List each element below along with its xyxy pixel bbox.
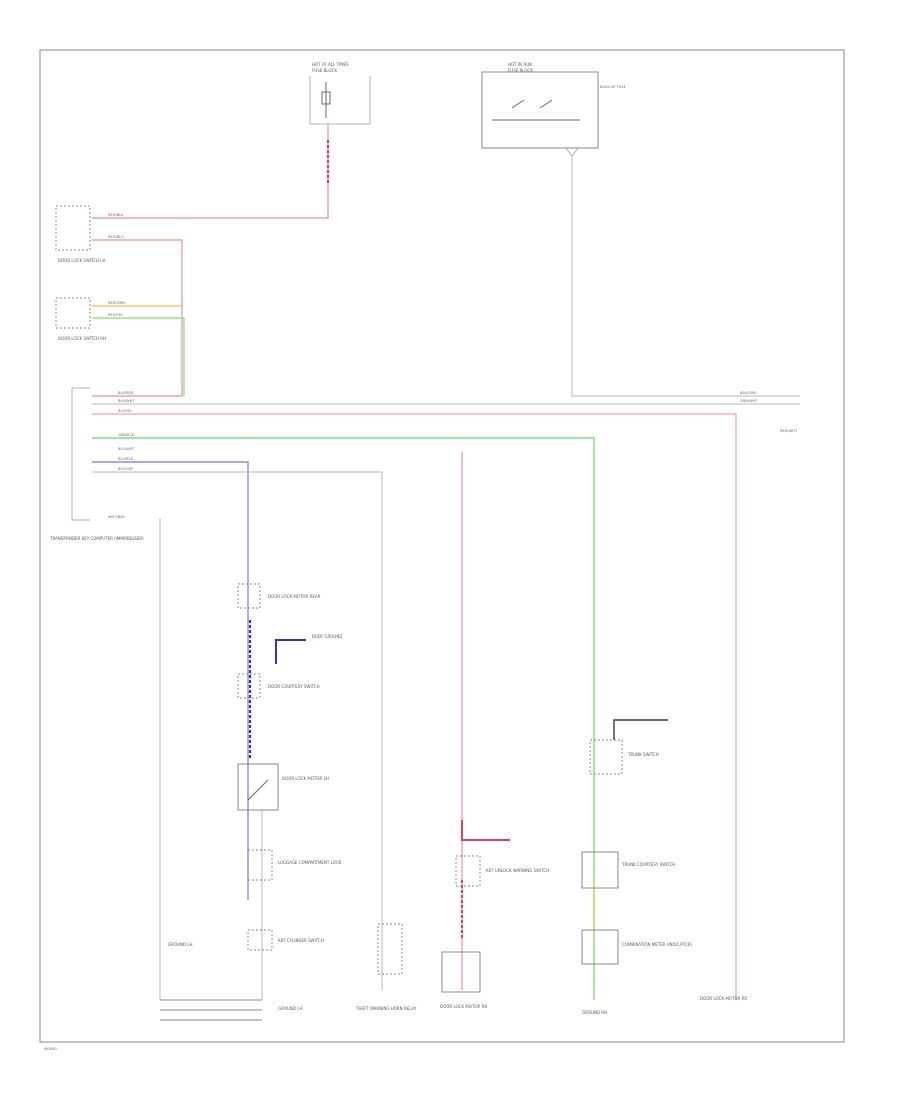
svg-text:DOOR LOCK SWITCH LH: DOOR LOCK SWITCH LH — [58, 258, 106, 263]
hot-at-all-times-label: HOT AT ALL TIMES — [312, 62, 349, 67]
ground-lh: GROUND LH GROUND LH — [168, 942, 303, 1011]
fuse-block-label-center: FUSE BLOCK — [312, 68, 337, 73]
fuse-block-right: HOT IN RUN FUSE BLOCK BACK-UP FUSE — [481, 62, 627, 157]
fuse-detail-label: BACK-UP FUSE — [600, 85, 627, 89]
door-lock-motor-rh: DOOR LOCK MOTOR RH — [440, 951, 487, 1009]
svg-text:TRUNK SWITCH: TRUNK SWITCH — [627, 752, 659, 757]
svg-text:LUGGAGE COMPARTMENT LOCK: LUGGAGE COMPARTMENT LOCK — [278, 860, 342, 865]
luggage-lock: LUGGAGE COMPARTMENT LOCK — [247, 849, 342, 881]
wire-blue-stub — [275, 639, 306, 664]
svg-text:BODY GROUND: BODY GROUND — [312, 634, 342, 639]
wire-blue-bus — [92, 461, 249, 900]
svg-text:DOOR COURTESY SWITCH: DOOR COURTESY SWITCH — [268, 684, 320, 689]
wire-tag: BLK/YEL — [118, 409, 133, 413]
fuse-block-center: HOT AT ALL TIMES FUSE BLOCK — [309, 62, 371, 125]
wire-grey-bus-2 — [92, 471, 383, 990]
door-lock-motor-lh: DOOR LOCK MOTOR LH — [237, 763, 329, 811]
svg-text:COMBINATION METER (INDICATOR): COMBINATION METER (INDICATOR) — [622, 942, 692, 947]
svg-text:TRUNK COURTESY SWITCH: TRUNK COURTESY SWITCH — [621, 862, 675, 867]
door-lock-motor-rear: DOOR LOCK MOTOR REAR — [237, 583, 321, 609]
trunk-switch: TRUNK SWITCH — [589, 739, 659, 775]
wire-tag: RED/YEL — [108, 313, 123, 317]
transponder-module: TRANSPONDER KEY COMPUTER (IMMOBILISER) — [49, 387, 144, 541]
key-cylinder: KEY CYLINDER SWITCH — [247, 929, 324, 951]
wire-red-bus — [92, 413, 737, 1000]
wire-tag: BLU/BLK — [118, 457, 134, 461]
wire-tag: WHT/BLK — [108, 515, 125, 519]
svg-text:KEY CYLINDER SWITCH: KEY CYLINDER SWITCH — [278, 938, 324, 943]
wire-tag: RED/BLK — [108, 213, 124, 217]
corner-code: W0050 — [44, 1047, 57, 1051]
diagram-frame — [39, 49, 845, 1043]
door-lock-motor-rr: DOOR LOCK MOTOR RR — [700, 996, 747, 1001]
wire-tag: BLK/RED — [118, 391, 134, 395]
door-courtesy-switch: DOOR COURTESY SWITCH — [237, 673, 320, 699]
wire-green-bus — [92, 437, 595, 1000]
wire-tag: RED/WHT — [780, 429, 798, 433]
wire-green-switch — [92, 317, 185, 396]
svg-text:DOOR LOCK SWITCH RH: DOOR LOCK SWITCH RH — [58, 336, 106, 341]
hot-in-run-label: HOT IN RUN — [508, 62, 532, 67]
svg-text:DOOR LOCK MOTOR RH: DOOR LOCK MOTOR RH — [440, 1004, 487, 1009]
svg-text:GROUND LH: GROUND LH — [278, 1006, 303, 1011]
svg-text:THEFT WARNING HORN RELAY: THEFT WARNING HORN RELAY — [355, 1006, 417, 1011]
svg-text:KEY UNLOCK WARNING SWITCH: KEY UNLOCK WARNING SWITCH — [486, 868, 549, 873]
body-ground-point: BODY GROUND — [312, 634, 342, 639]
svg-text:GROUND LH: GROUND LH — [168, 942, 193, 947]
svg-text:GROUND RH: GROUND RH — [582, 1010, 607, 1015]
svg-text:TRANSPONDER KEY COMPUTER (IMMO: TRANSPONDER KEY COMPUTER (IMMOBILISER) — [49, 536, 144, 541]
wire-dark-stub — [613, 719, 668, 740]
wire-tag: GRN/BLK — [118, 433, 135, 437]
svg-text:DOOR LOCK MOTOR REAR: DOOR LOCK MOTOR REAR — [268, 594, 321, 599]
combination-meter: COMBINATION METER (INDICATOR) — [581, 929, 692, 965]
wire-grey-right — [571, 156, 800, 397]
fuse-block-right-box — [481, 71, 599, 149]
wire-tag: BLK/GRN — [740, 391, 756, 395]
wire-red-feed — [92, 124, 329, 219]
wire-tag: BLU/WHT — [118, 447, 135, 451]
svg-text:DOOR LOCK MOTOR RR: DOOR LOCK MOTOR RR — [700, 996, 747, 1001]
wire-red-stub — [461, 820, 510, 841]
wire-tag: RED/BLU — [108, 235, 124, 239]
door-lock-switch-lh: DOOR LOCK SWITCH LH — [55, 205, 106, 263]
trunk-courtesy: TRUNK COURTESY SWITCH — [581, 851, 675, 889]
wire-tag: GRN/WHT — [740, 399, 758, 403]
door-lock-switch-rh: DOOR LOCK SWITCH RH — [55, 297, 106, 341]
wire-tag: BLK/WHT — [118, 399, 135, 403]
wire-tag: RED/GRN — [108, 301, 125, 305]
ground-right: GROUND RH — [582, 1010, 607, 1015]
svg-text:DOOR LOCK MOTOR LH: DOOR LOCK MOTOR LH — [282, 776, 329, 781]
theft-warning-horn: THEFT WARNING HORN RELAY — [355, 923, 417, 1011]
key-unlock-warning: KEY UNLOCK WARNING SWITCH — [455, 855, 549, 887]
wire-tag: BLK/GRY — [118, 467, 134, 471]
fuse-block-label-right: FUSE BLOCK — [508, 68, 533, 73]
